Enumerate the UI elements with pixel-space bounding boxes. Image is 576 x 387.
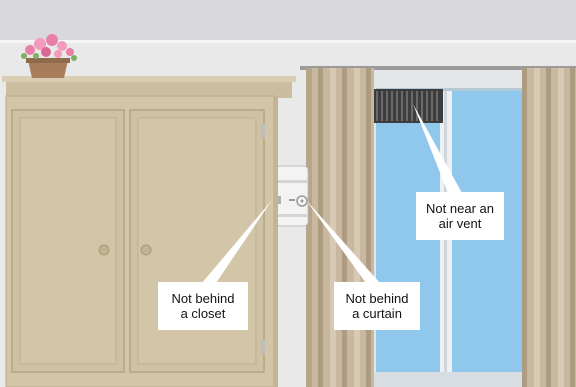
callout-curtain-line1: Not behind bbox=[346, 291, 409, 306]
closet-knob-right bbox=[141, 245, 151, 255]
callout-vent-line1: Not near an bbox=[426, 201, 494, 216]
air-purifier-device-icon bbox=[276, 166, 308, 226]
callout-closet-line2: a closet bbox=[181, 306, 226, 321]
left-curtain bbox=[306, 68, 374, 387]
air-vent-icon bbox=[373, 89, 443, 123]
callout-vent-line2: air vent bbox=[439, 216, 482, 231]
callout-not-behind-closet: Not behind a closet bbox=[158, 282, 248, 330]
closet-knob-left bbox=[99, 245, 109, 255]
right-curtain bbox=[522, 68, 576, 387]
closet bbox=[2, 76, 296, 387]
callout-not-behind-curtain: Not behind a curtain bbox=[334, 282, 420, 330]
callout-curtain-line2: a curtain bbox=[352, 306, 402, 321]
ceiling-band bbox=[0, 0, 576, 40]
callout-not-near-air-vent: Not near an air vent bbox=[416, 192, 504, 240]
callout-closet-line1: Not behind bbox=[172, 291, 235, 306]
